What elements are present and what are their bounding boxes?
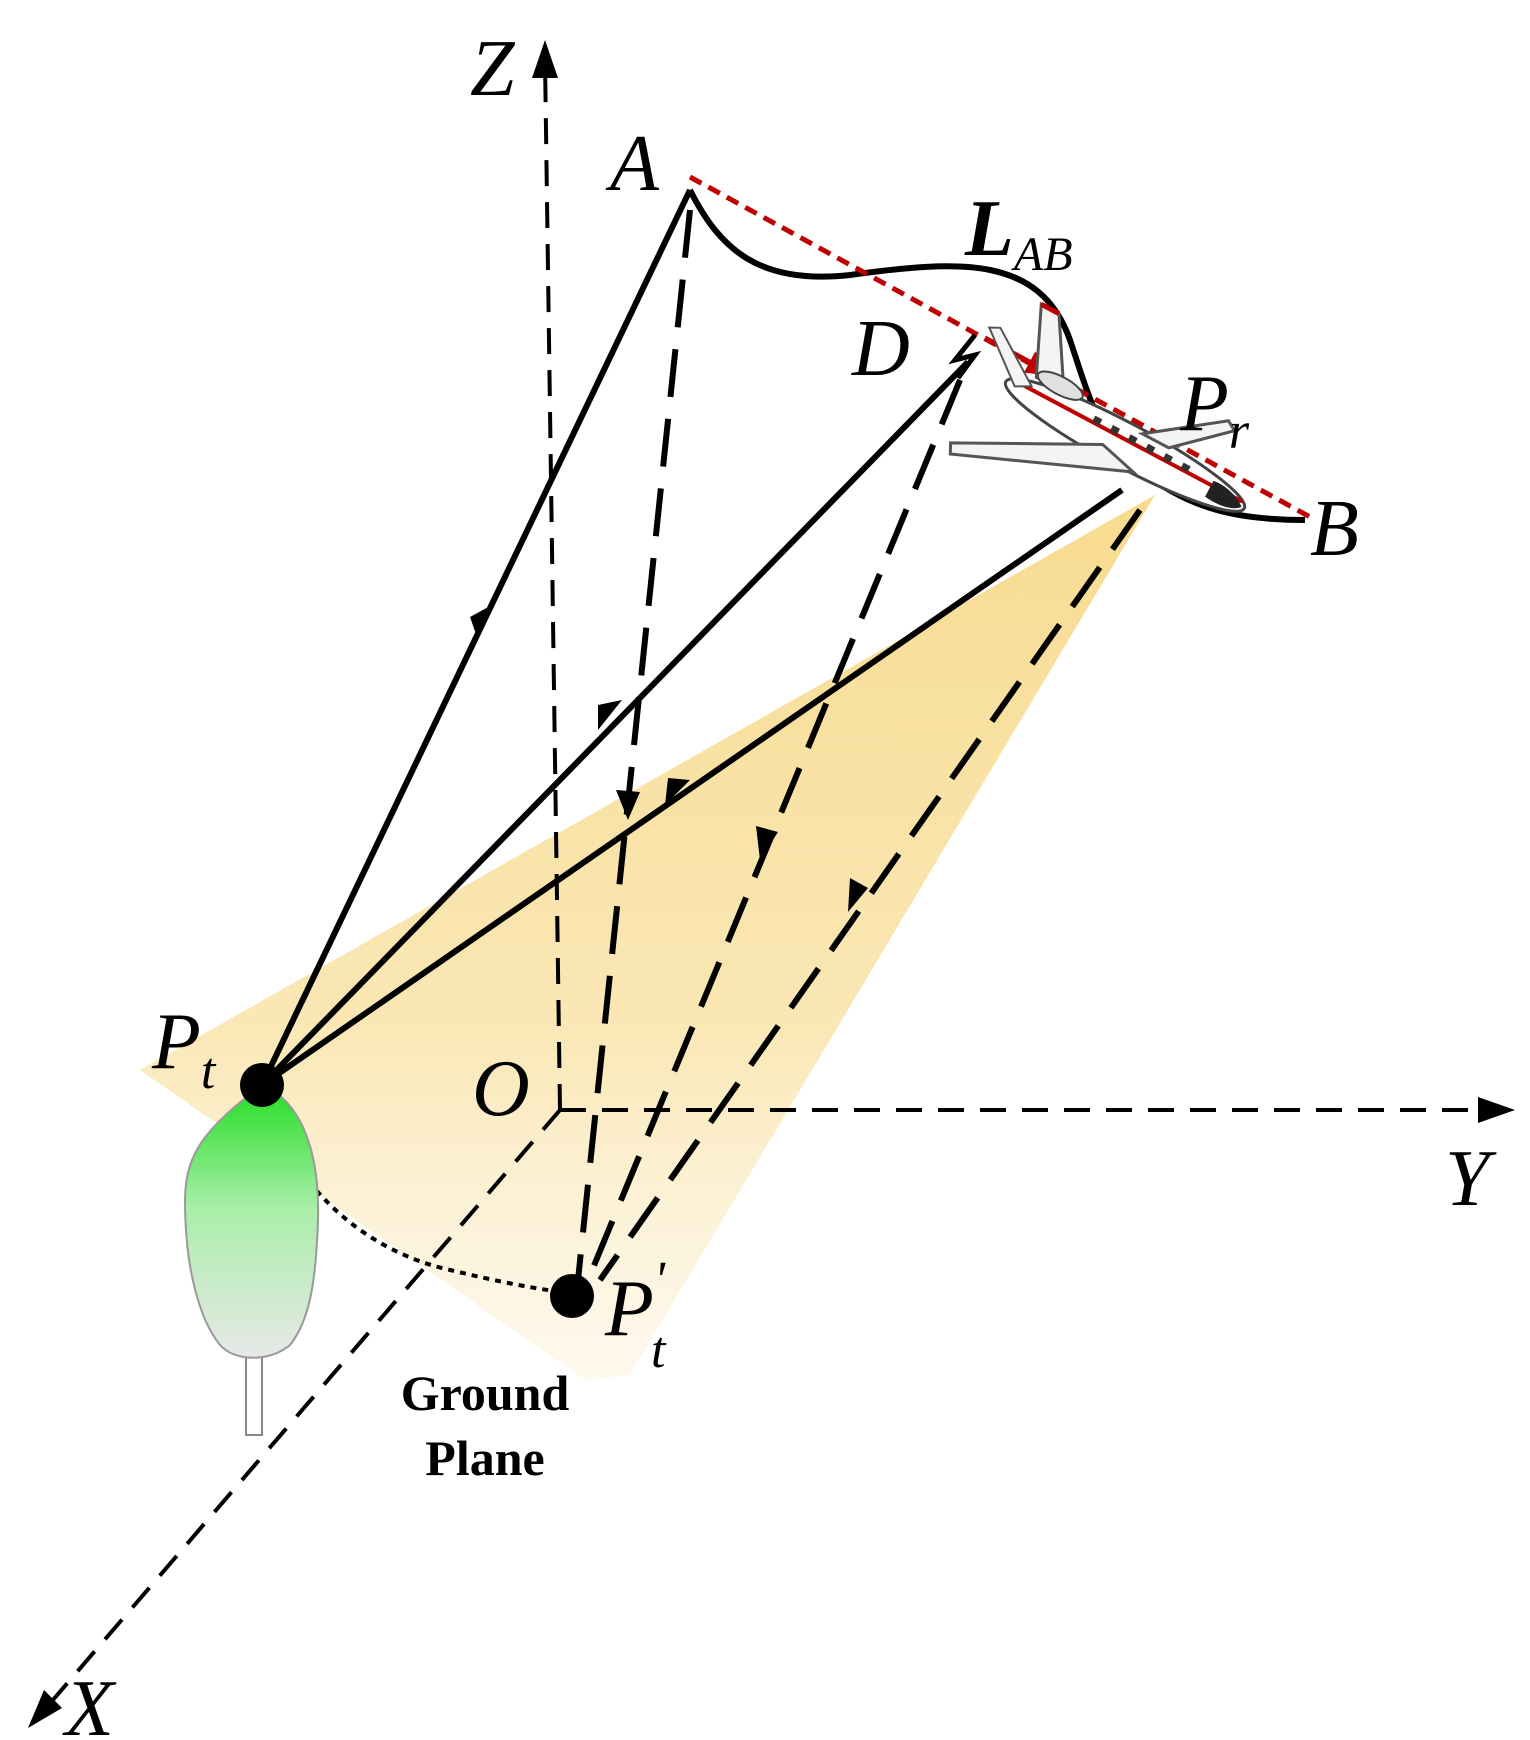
y-axis-label: Y [1445, 1135, 1497, 1223]
direct-path-arrowheads [470, 605, 690, 805]
axis-arrowheads [28, 40, 1515, 1728]
pt-label-main: P [151, 998, 201, 1086]
refl-a-to-ptp [575, 209, 693, 1281]
origin-label: O [472, 1045, 530, 1133]
z-arrowhead [532, 40, 558, 78]
pt-label-sub: t [201, 1043, 217, 1100]
arrow-refl-a [616, 790, 640, 820]
point-a-label: A [605, 120, 660, 208]
pt-label: Pt [151, 998, 217, 1100]
lab-label-sub: AB [1011, 228, 1073, 281]
direct-paths [259, 188, 1124, 1088]
refl-d-to-ptp [585, 378, 963, 1282]
z-axis-label: Z [470, 25, 516, 113]
arrow-a-pt [470, 605, 492, 640]
ptp-label-sub: t [651, 1322, 667, 1379]
arrow-refl-pr [848, 878, 868, 912]
refl-pr-to-ptp [597, 508, 1143, 1282]
x-axis [38, 1108, 562, 1717]
pr-label-main: P [1179, 360, 1229, 448]
airplane-icon [948, 301, 1247, 513]
pr-label: Pr [1179, 360, 1250, 460]
path-d-to-pt [259, 359, 971, 1088]
x-arrowhead [28, 1690, 62, 1728]
ground-plane-label-line1: Ground [401, 1365, 570, 1421]
arrow-refl-d [756, 826, 778, 860]
path-a-to-pt [259, 188, 693, 1087]
ptp-label: P' t [604, 1252, 667, 1379]
arrow-pr-pt [665, 778, 690, 805]
transmitter-tree-icon [183, 1083, 320, 1436]
reflected-paths [575, 209, 1143, 1282]
pr-label-sub: r [1229, 403, 1250, 460]
y-arrowhead [1478, 1097, 1515, 1123]
coordinate-axes [38, 59, 1500, 1717]
arrow-d-pt [598, 700, 622, 730]
red-baseline-ab [688, 174, 1312, 520]
point-b-label: B [1310, 485, 1359, 573]
lab-label-main: L [964, 185, 1014, 273]
ground-plane-label-line2: Plane [425, 1430, 544, 1486]
x-axis-label: X [62, 1665, 117, 1740]
ptp-label-prime: ' [654, 1252, 666, 1309]
ground-plane [140, 495, 1155, 1380]
point-d-label: D [851, 305, 910, 393]
lab-label: LAB [964, 185, 1073, 281]
ptp-label-main: P [604, 1265, 654, 1353]
ptp-point [550, 1274, 594, 1318]
reflected-path-arrowheads [616, 790, 868, 912]
z-axis [543, 59, 562, 1111]
path-pr-to-pt [260, 487, 1124, 1088]
pt-point [240, 1063, 284, 1107]
